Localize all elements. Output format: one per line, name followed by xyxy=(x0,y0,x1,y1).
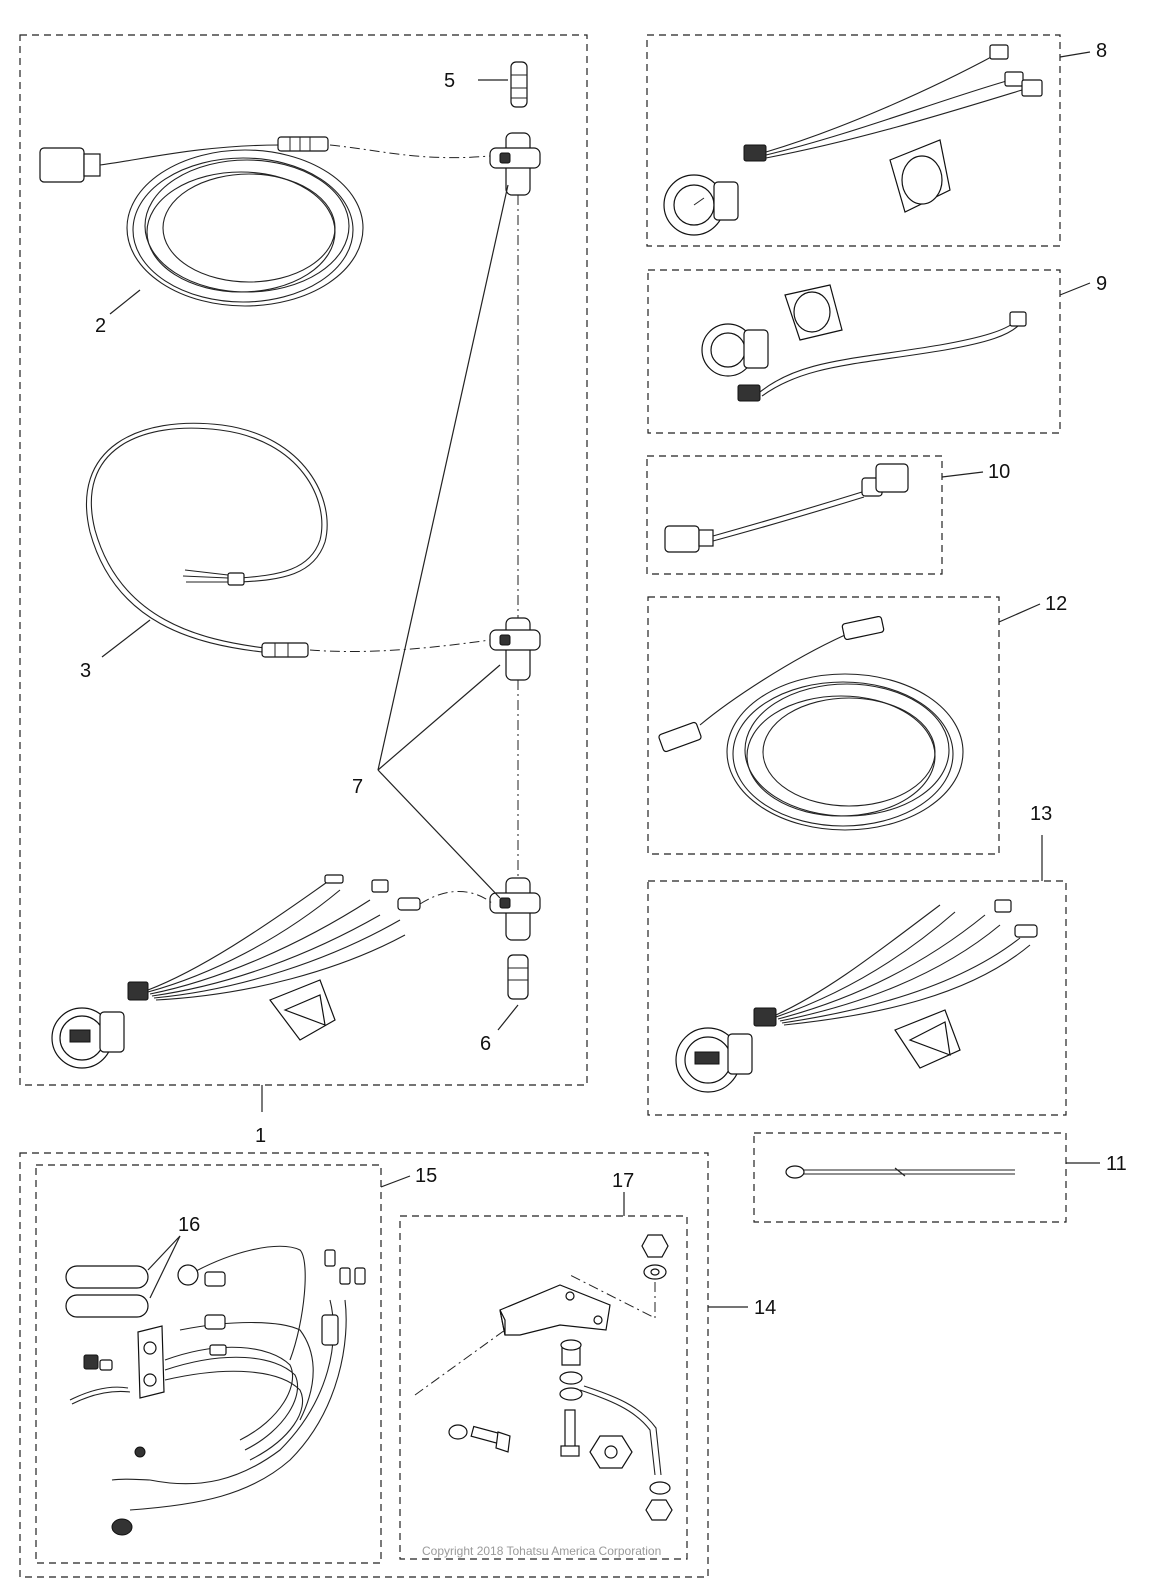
callout-9: 9 xyxy=(1096,273,1107,295)
group-box-8 xyxy=(646,34,1061,247)
tee-connector-top xyxy=(489,132,541,196)
callout-1: 1 xyxy=(255,1125,266,1147)
part-11-sensor-wire xyxy=(785,1165,1015,1179)
callout-14: 14 xyxy=(754,1297,776,1319)
leader-16a xyxy=(147,1235,181,1271)
copyright-text: Copyright 2018 Tohatsu America Corporati… xyxy=(422,1544,661,1558)
part-10-adapter-cable xyxy=(664,463,909,553)
leader-7c xyxy=(377,769,501,899)
tee-connector-bottom xyxy=(489,877,541,941)
group-box-10 xyxy=(646,455,943,575)
callout-11: 11 xyxy=(1106,1153,1127,1175)
callout-6: 6 xyxy=(480,1033,491,1055)
leader-12 xyxy=(998,603,1041,623)
part-2-cable xyxy=(39,136,364,307)
link-2-to-tee xyxy=(329,144,491,159)
callout-15: 15 xyxy=(415,1165,437,1187)
part-15-harness xyxy=(69,1245,366,1536)
leader-10 xyxy=(941,471,984,478)
part-13-gauge-harness xyxy=(675,899,1038,1093)
group-box-11 xyxy=(753,1132,1067,1223)
part-17-bracket-kit xyxy=(414,1234,673,1521)
leader-9 xyxy=(1059,282,1091,296)
callout-13: 13 xyxy=(1030,803,1052,825)
callout-2: 2 xyxy=(95,315,106,337)
leader-2 xyxy=(109,289,141,315)
link-harness-to-tee xyxy=(419,891,493,905)
leader-3 xyxy=(101,619,151,658)
tee-connector-middle xyxy=(489,617,541,681)
group-box-1 xyxy=(19,34,588,1086)
callout-7: 7 xyxy=(352,776,363,798)
gauge-harness-group1 xyxy=(51,874,421,1069)
part-6-terminator xyxy=(507,954,529,1000)
callout-10: 10 xyxy=(988,461,1010,483)
leader-16b xyxy=(149,1235,181,1299)
leader-7b xyxy=(377,664,501,771)
part-9-gauge-kit xyxy=(701,284,1027,402)
group-box-12 xyxy=(647,596,1000,855)
group-box-13 xyxy=(647,880,1067,1116)
part-3-cable xyxy=(85,422,328,658)
group-box-15 xyxy=(35,1164,382,1564)
group-box-17 xyxy=(399,1215,688,1560)
part-8-gauge-kit xyxy=(663,44,1043,236)
leader-8 xyxy=(1059,51,1091,58)
leader-7a xyxy=(377,184,509,771)
group-box-9 xyxy=(647,269,1061,434)
group-box-14 xyxy=(19,1152,709,1578)
callout-3: 3 xyxy=(80,660,91,682)
link-3-to-tee xyxy=(309,639,491,653)
callout-17: 17 xyxy=(612,1170,634,1192)
callout-5: 5 xyxy=(444,70,455,92)
leader-15 xyxy=(380,1175,411,1188)
part-5-terminator xyxy=(510,61,528,108)
callout-12: 12 xyxy=(1045,593,1067,615)
part-16-tubes xyxy=(65,1265,149,1318)
callout-16: 16 xyxy=(178,1214,200,1236)
callout-8: 8 xyxy=(1096,40,1107,62)
part-12-cable-coil xyxy=(658,615,964,831)
leader-6 xyxy=(497,1004,519,1031)
